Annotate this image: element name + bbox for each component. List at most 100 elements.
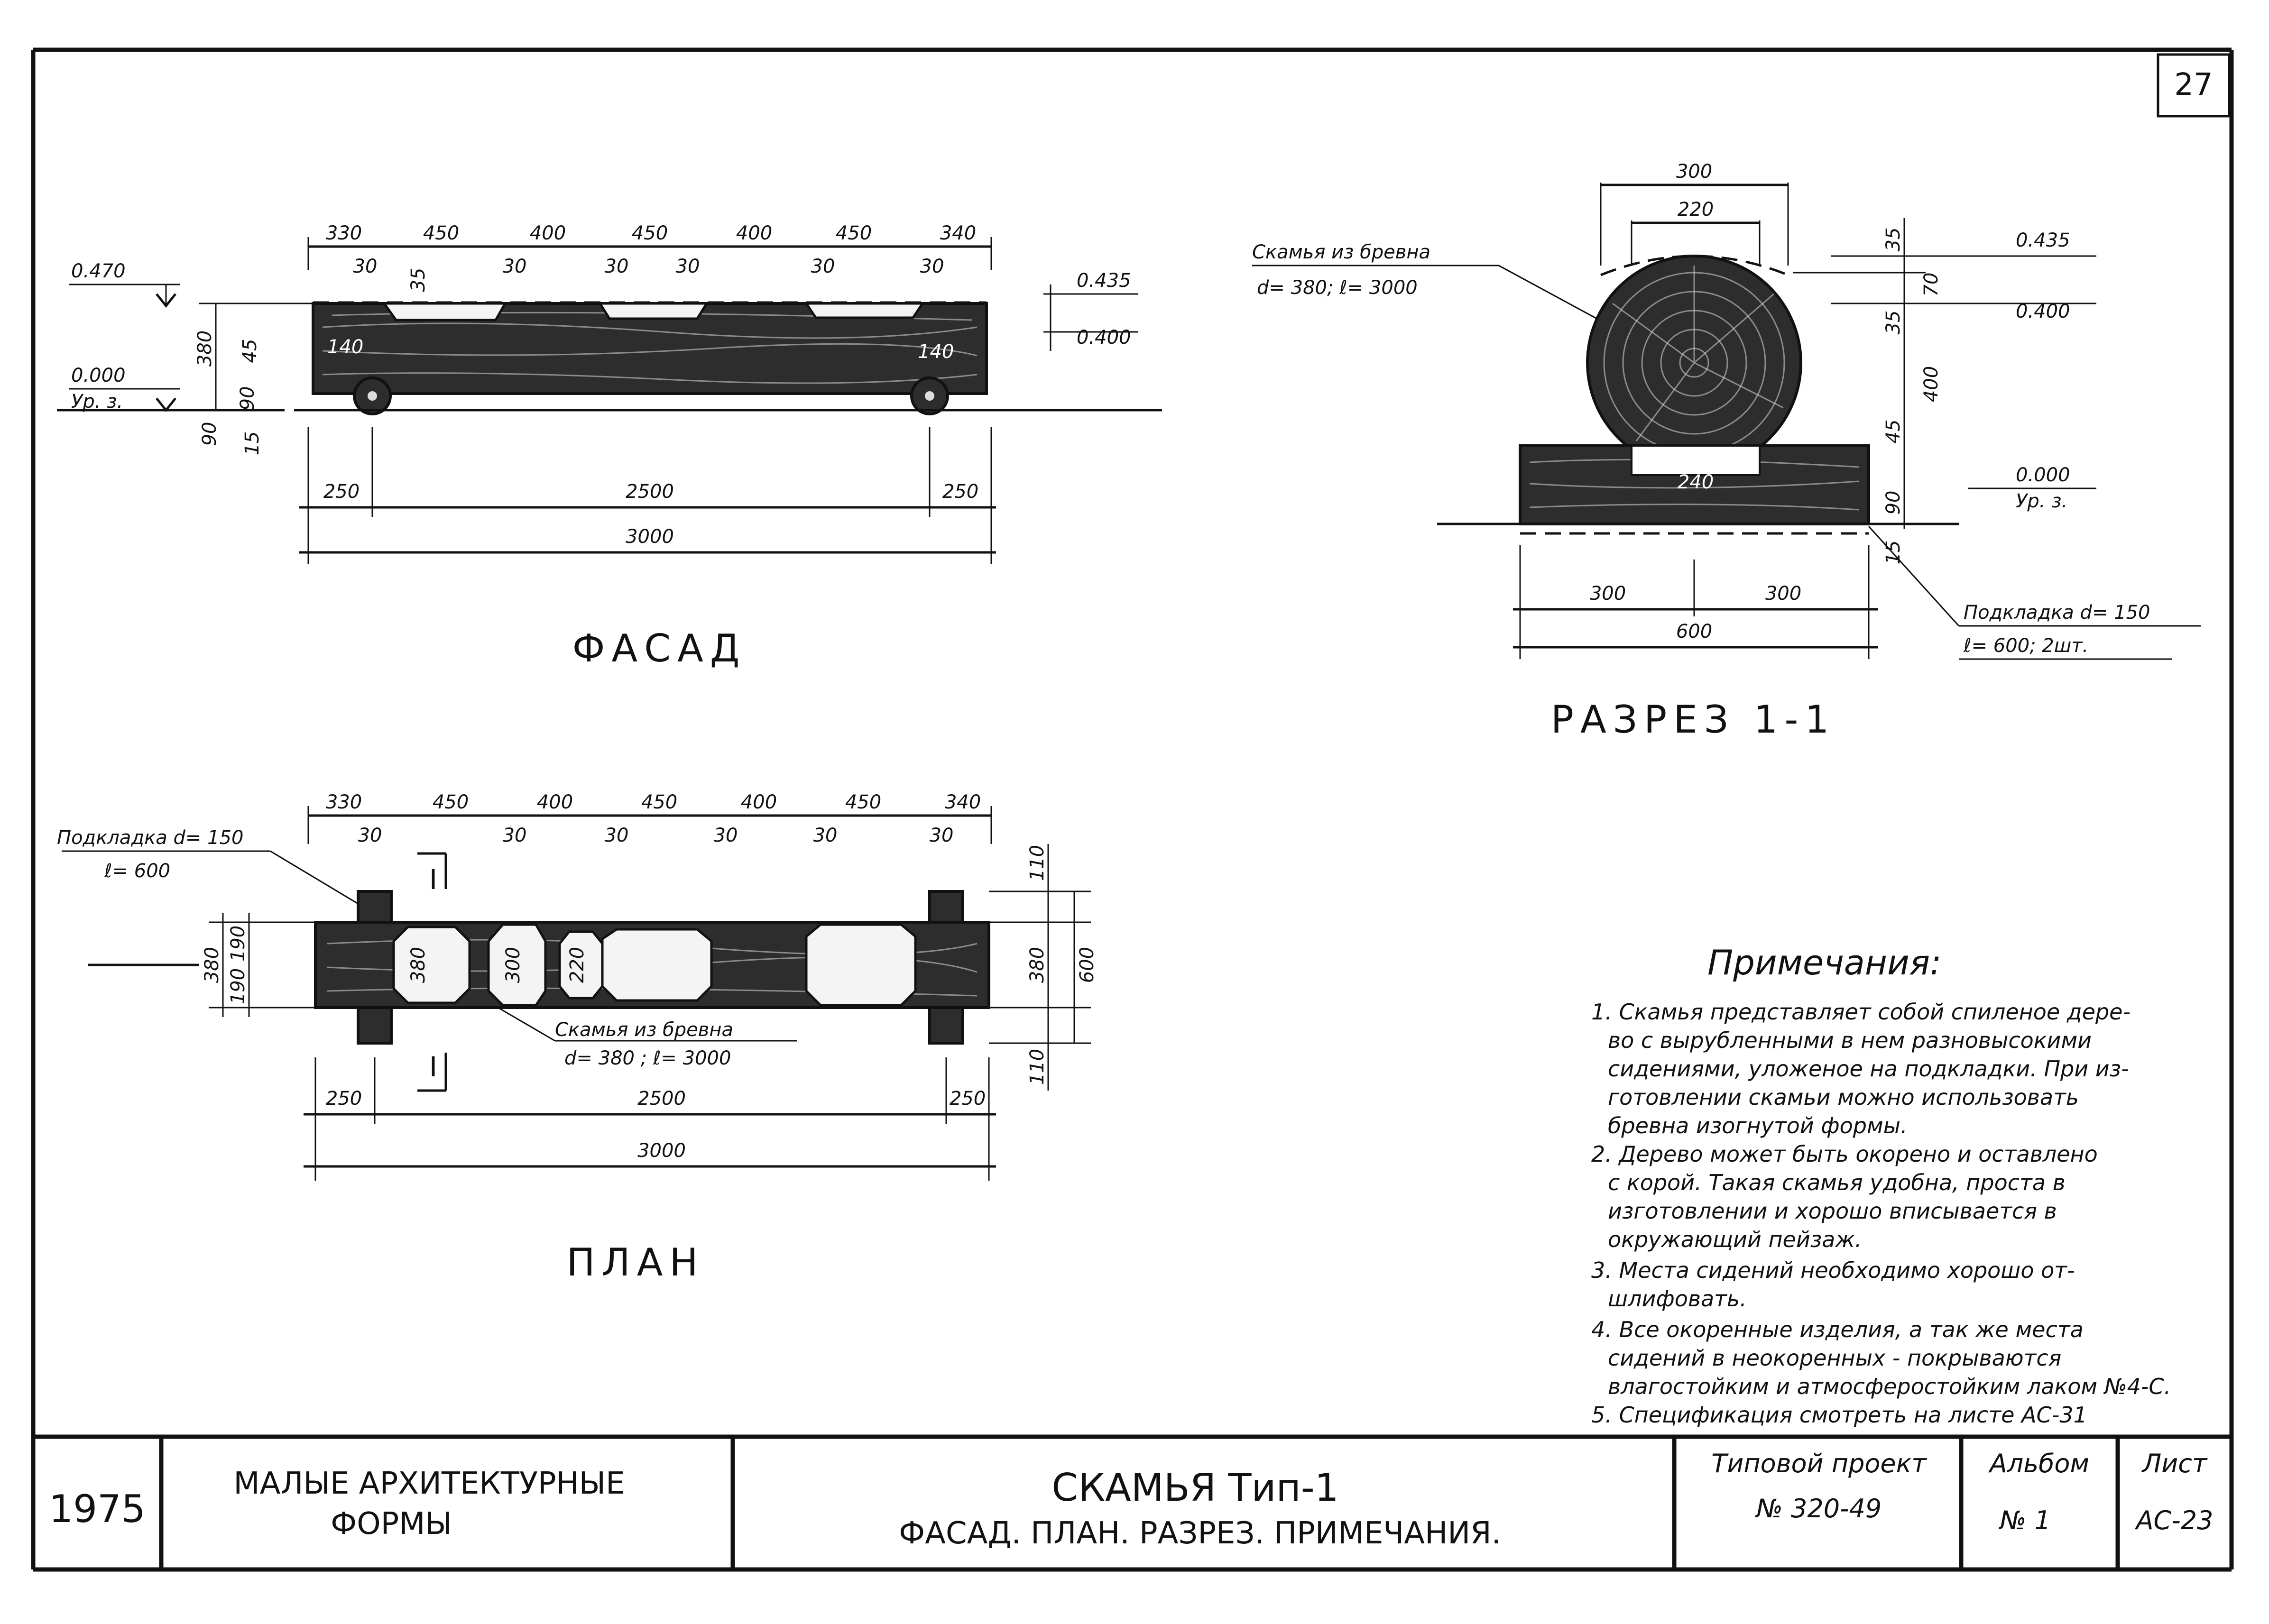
- note-line-13: сидений в неокоренных - покрываются: [1608, 1345, 2061, 1371]
- plan-top-dim-6: 450: [845, 791, 881, 813]
- plan-pad-right-bottom: [928, 1004, 964, 1045]
- plan-top-dim-7: 340: [945, 791, 981, 813]
- plan-seat-dim-3: 220: [566, 947, 588, 983]
- note-line-12: 4. Все окоренные изделия, а так же места: [1591, 1317, 2084, 1342]
- notes-block: Примечания: 1. Скамья представляет собой…: [1591, 943, 2171, 1428]
- facade-overall: 3000: [626, 526, 674, 548]
- section-rdim-70: 70: [1920, 273, 1942, 297]
- facade-level-0400: 0.400: [1077, 327, 1131, 349]
- plan-left-dim-190a: 190: [227, 926, 249, 962]
- plan-cut-dim-6: 30: [930, 825, 954, 846]
- facade-title: ФАСАД: [572, 626, 747, 670]
- facade-view: 330 450 400 450 400 450 340 30 30 30 30 …: [57, 222, 1162, 670]
- section-level-0435: 0.435: [2016, 229, 2070, 251]
- facade-top-dim-7: 340: [940, 222, 976, 244]
- plan-cut-dim-1: 30: [358, 825, 382, 846]
- sheet-frame: [31, 47, 2234, 1572]
- section-rdim-90: 90: [1882, 491, 1904, 515]
- plan-section-mark-bottom: I: [429, 1051, 437, 1083]
- section-log-label-1: Скамья из бревна: [1252, 241, 1430, 263]
- note-line-5: бревна изогнутой формы.: [1608, 1113, 1908, 1138]
- section-view: Скамья из бревна d= 380; ℓ= 3000 300 220…: [1252, 161, 2201, 742]
- facade-top-dim-1: 330: [326, 222, 362, 244]
- facade-vdim-380: 380: [194, 330, 216, 367]
- title-album-label: Альбом: [1988, 1449, 2089, 1478]
- title-project-line-2: ФОРМЫ: [331, 1506, 452, 1541]
- plan-left-dim-380: 380: [201, 947, 223, 983]
- facade-level-0435: 0.435: [1077, 270, 1131, 292]
- plan-overall: 3000: [637, 1140, 686, 1162]
- note-line-7: с корой. Такая скамья удобна, проста в: [1608, 1170, 2066, 1195]
- title-project-line-1: МАЛЫЕ АРХИТЕКТУРНЫЕ: [233, 1466, 625, 1501]
- plan-top-dim-3: 400: [537, 791, 573, 813]
- section-title: РАЗРЕЗ 1-1: [1551, 697, 1835, 742]
- section-level-0400: 0.400: [2016, 301, 2070, 322]
- note-line-6: 2. Дерево может быть окорено и оставлено: [1591, 1141, 2098, 1167]
- plan-right-dim-600: 600: [1076, 947, 1098, 983]
- section-top-dim-220: 220: [1678, 199, 1714, 220]
- facade-top-dim-2: 450: [423, 222, 459, 244]
- plan-cut-dim-4: 30: [714, 825, 738, 846]
- note-line-3: сидениями, уложеное на подкладки. При из…: [1608, 1056, 2129, 1082]
- facade-bottom-dim-3: 250: [942, 481, 978, 503]
- note-line-9: окружающий пейзаж.: [1608, 1227, 1862, 1252]
- facade-top-dim-4: 450: [632, 222, 668, 244]
- note-line-2: во с вырубленными в нем разновысокими: [1608, 1028, 2092, 1053]
- plan-cut-dim-3: 30: [605, 825, 629, 846]
- plan-cut-dim-2: 30: [503, 825, 527, 846]
- notes-heading: Примечания:: [1707, 943, 1941, 982]
- facade-bottom-dim-1: 250: [323, 481, 360, 503]
- plan-bottom-dim-3: 250: [950, 1088, 986, 1110]
- facade-level-0000: 0.000: [71, 365, 126, 386]
- section-rdim-45: 45: [1882, 420, 1904, 444]
- plan-right-dim-110b: 110: [1026, 1049, 1048, 1085]
- section-bottom-dim-1: 300: [1590, 583, 1626, 605]
- title-typical-project-label: Типовой проект: [1711, 1449, 1927, 1478]
- facade-vdim-90b: 90: [199, 422, 221, 446]
- note-line-4: готовлении скамьи можно использовать: [1608, 1084, 2079, 1110]
- facade-cut-dim-3: 30: [605, 256, 629, 277]
- plan-top-dim-1: 330: [326, 791, 362, 813]
- facade-bottom-dim-2: 2500: [626, 481, 674, 503]
- title-year: 1975: [49, 1487, 146, 1531]
- section-pad-note-1: Подкладка d= 150: [1964, 602, 2150, 624]
- note-line-14: влагостойким и атмосферостойким лаком №4…: [1608, 1374, 2171, 1399]
- plan-top-dim-2: 450: [433, 791, 469, 813]
- note-line-10: 3. Места сидений необходимо хорошо от-: [1591, 1257, 2075, 1283]
- section-level-ground: Ур. з.: [2016, 490, 2067, 512]
- note-line-8: изготовлении и хорошо вписывается в: [1608, 1198, 2057, 1224]
- plan-right-dim-380: 380: [1026, 947, 1048, 983]
- title-block: 1975 МАЛЫЕ АРХИТЕКТУРНЫЕ ФОРМЫ СКАМЬЯ Ти…: [33, 1434, 2232, 1569]
- section-log-label-2: d= 380; ℓ= 3000: [1257, 277, 1418, 299]
- title-sheet-value: АС-23: [2135, 1505, 2214, 1535]
- plan-pad-note-1: Подкладка d= 150: [57, 827, 243, 849]
- facade-notch-left: 140: [327, 336, 363, 358]
- plan-log-label-2: d= 380 ; ℓ= 3000: [564, 1047, 731, 1069]
- section-pad-note-2: ℓ= 600; 2шт.: [1963, 635, 2088, 657]
- section-rdim-400: 400: [1920, 366, 1942, 402]
- section-pad-width: 240: [1678, 471, 1714, 493]
- facade-notch-right: 140: [918, 341, 954, 363]
- plan-view: 330 450 400 450 400 450 340 30 30 30 30 …: [57, 791, 1098, 1285]
- facade-cut-dim-4: 30: [676, 256, 700, 277]
- section-rdim-15: 15: [1882, 541, 1904, 565]
- section-rdim-35a: 35: [1882, 228, 1904, 252]
- plan-bottom-dim-1: 250: [326, 1088, 362, 1110]
- section-rdim-35b: 35: [1882, 311, 1904, 335]
- note-line-1: 1. Скамья представляет собой спиленое де…: [1591, 999, 2131, 1025]
- facade-vdim-35: 35: [407, 268, 429, 292]
- facade-level-ground: Ур. з.: [71, 391, 123, 413]
- facade-vdim-90: 90: [237, 386, 258, 411]
- plan-top-dim-5: 400: [741, 791, 777, 813]
- plan-cut-dim-5: 30: [813, 825, 838, 846]
- section-top-dim-300: 300: [1676, 161, 1712, 183]
- facade-level-0470: 0.470: [71, 260, 126, 282]
- plan-pad-left-bottom: [357, 1004, 393, 1045]
- plan-left-dim-190b: 190: [227, 968, 249, 1004]
- section-bottom-dim-2: 300: [1765, 583, 1801, 605]
- facade-top-dim-6: 450: [836, 222, 872, 244]
- facade-cut-dim-1: 30: [353, 256, 378, 277]
- plan-seat-dim-2: 300: [502, 947, 524, 983]
- note-line-15: 5. Спецификация смотреть на листе АС-31: [1591, 1402, 2087, 1428]
